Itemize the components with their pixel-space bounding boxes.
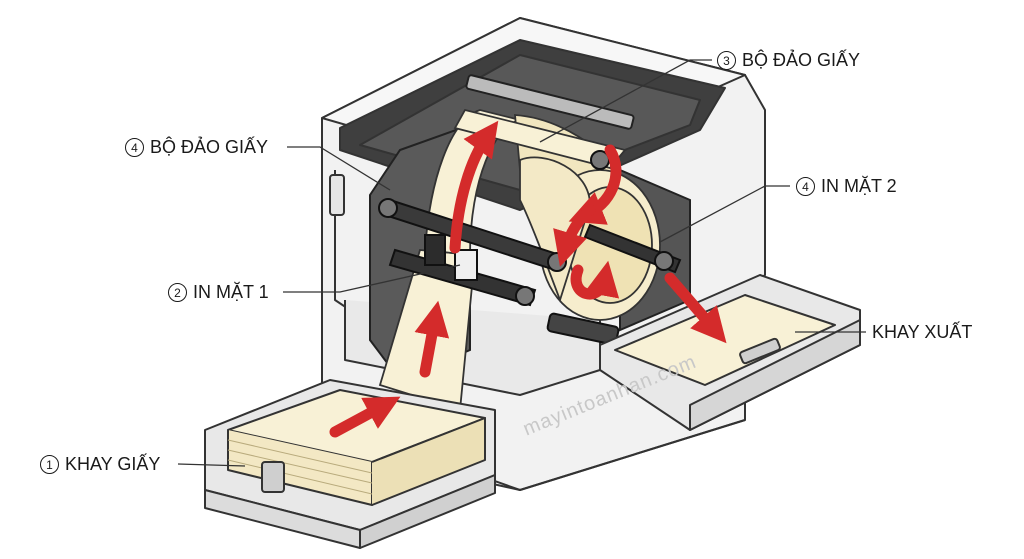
arrow-reverser-down bbox=[553, 204, 596, 267]
leader-reverser-left bbox=[287, 146, 391, 191]
arrow-rotate bbox=[570, 260, 620, 300]
arrow-up-upper bbox=[449, 120, 499, 254]
arrow-up-lower bbox=[414, 300, 450, 378]
label-reverser-left: 4 BỘ ĐẢO GIẤY bbox=[125, 137, 268, 158]
leader-print-side-1 bbox=[283, 264, 461, 293]
leader-lines bbox=[177, 59, 866, 467]
leader-reverser-top bbox=[539, 59, 712, 143]
label-print-side-1: 2 IN MẶT 1 bbox=[168, 282, 269, 303]
label-print-side-1-number: 2 bbox=[168, 283, 187, 302]
label-print-side-1-text: IN MẶT 1 bbox=[193, 282, 269, 302]
label-tray-number: 1 bbox=[40, 455, 59, 474]
rollers bbox=[378, 150, 682, 346]
leader-tray bbox=[177, 463, 246, 467]
label-tray: 1 KHAY GIẤY bbox=[40, 454, 160, 475]
arrow-tray-in bbox=[329, 396, 401, 438]
arrow-to-output bbox=[664, 272, 727, 344]
label-print-side-2: 4 IN MẶT 2 bbox=[796, 176, 897, 197]
label-output-tray: KHAY XUẤT bbox=[872, 322, 972, 343]
paper-tray[interactable] bbox=[204, 379, 496, 549]
label-output-tray-text: KHAY XUẤT bbox=[872, 322, 973, 342]
label-reverser-left-number: 4 bbox=[125, 138, 144, 157]
label-reverser-top-number: 3 bbox=[717, 51, 736, 70]
label-reverser-left-text: BỘ ĐẢO GIẤY bbox=[150, 137, 269, 157]
leader-print-side-2 bbox=[659, 185, 790, 243]
label-reverser-top: 3 BỘ ĐẢO GIẤY bbox=[717, 50, 860, 71]
label-print-side-2-text: IN MẶT 2 bbox=[821, 176, 897, 196]
label-tray-text: KHAY GIẤY bbox=[65, 454, 161, 474]
paper-flow-arrows bbox=[329, 120, 727, 438]
label-print-side-2-number: 4 bbox=[796, 177, 815, 196]
label-reverser-top-text: BỘ ĐẢO GIẤY bbox=[742, 50, 861, 70]
